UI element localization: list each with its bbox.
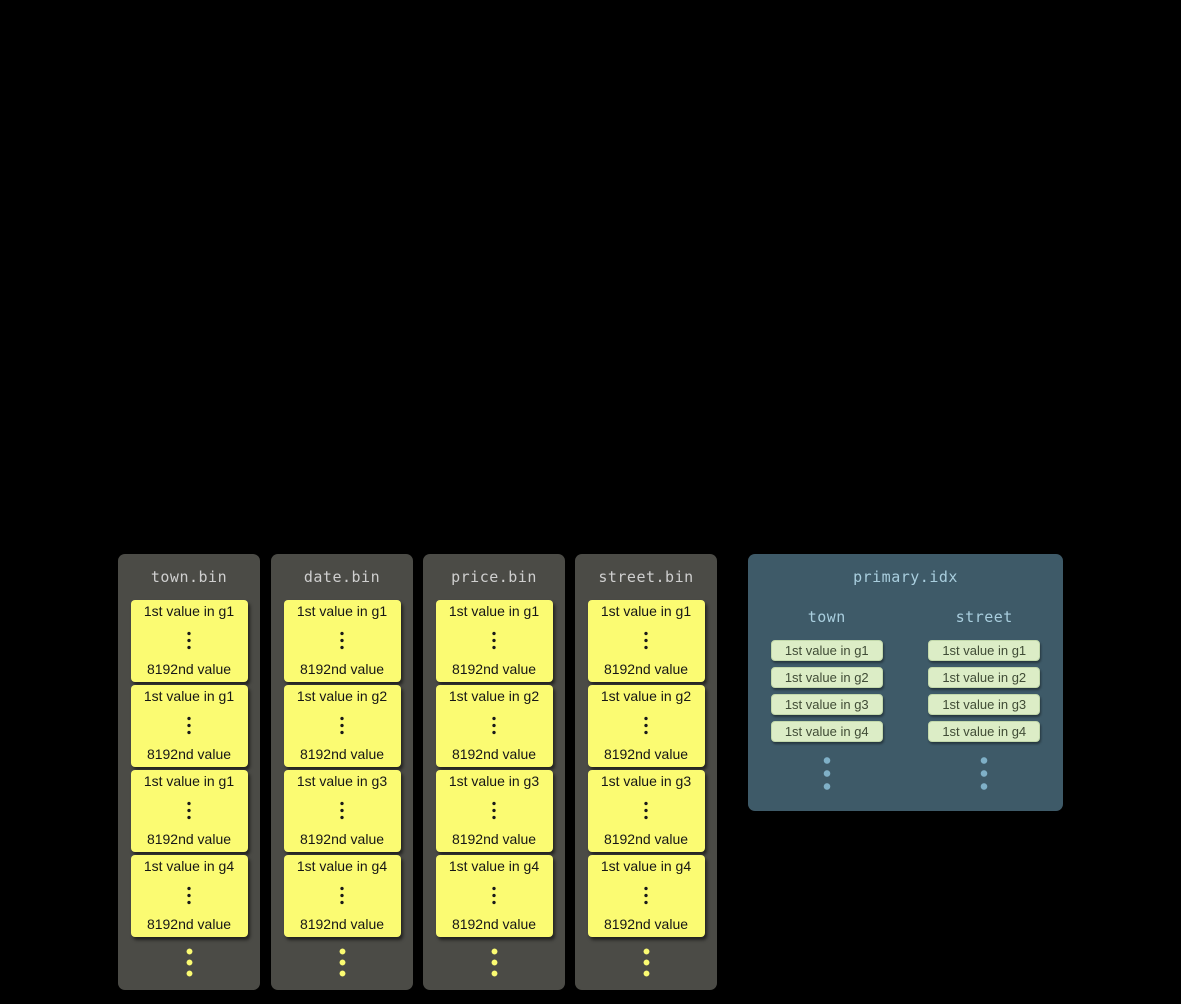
granule-first-value: 1st value in g2 (600, 688, 692, 704)
index-column-name: street (955, 608, 1013, 626)
index-entry: 1st value in g2 (770, 667, 883, 688)
granule-block: 1st value in g3 8192nd value (435, 770, 553, 852)
index-entry: 1st value in g3 (928, 694, 1041, 715)
granule-last-value: 8192nd value (146, 746, 232, 762)
granule-first-value: 1st value in g3 (296, 773, 388, 789)
granule-first-value: 1st value in g4 (296, 858, 388, 874)
more-entries-ellipsis-icon (822, 754, 831, 792)
granule-block: 1st value in g1 8192nd value (130, 685, 248, 767)
granule-first-value: 1st value in g1 (143, 773, 235, 789)
granule-block: 1st value in g1 8192nd value (435, 600, 553, 682)
vertical-ellipsis-icon (492, 885, 496, 905)
granule-block: 1st value in g4 8192nd value (587, 855, 705, 937)
granule-block: 1st value in g2 8192nd value (283, 685, 401, 767)
index-entry: 1st value in g1 (770, 640, 883, 661)
vertical-ellipsis-icon (644, 885, 648, 905)
bin-file-title: price.bin (451, 568, 537, 586)
granule-last-value: 8192nd value (299, 831, 385, 847)
granule-block-stack: 1st value in g1 8192nd value 1st value i… (130, 600, 248, 937)
granule-block-stack: 1st value in g1 8192nd value 1st value i… (283, 600, 401, 937)
granule-last-value: 8192nd value (451, 916, 537, 932)
granule-block: 1st value in g1 8192nd value (283, 600, 401, 682)
bin-file-street: street.bin 1st value in g1 8192nd value … (575, 554, 717, 990)
vertical-ellipsis-icon (187, 885, 191, 905)
index-entry: 1st value in g2 (928, 667, 1041, 688)
granule-last-value: 8192nd value (146, 831, 232, 847)
granule-block: 1st value in g4 8192nd value (130, 855, 248, 937)
vertical-ellipsis-icon (644, 715, 648, 735)
index-entry: 1st value in g1 (928, 640, 1041, 661)
vertical-ellipsis-icon (492, 800, 496, 820)
index-column-street: street 1st value in g1 1st value in g2 1… (928, 608, 1041, 792)
index-entry: 1st value in g3 (770, 694, 883, 715)
granule-first-value: 1st value in g3 (600, 773, 692, 789)
granule-first-value: 1st value in g1 (143, 603, 235, 619)
granule-first-value: 1st value in g1 (448, 603, 540, 619)
primary-index-panel: primary.idx town 1st value in g1 1st val… (748, 554, 1063, 811)
vertical-ellipsis-icon (644, 630, 648, 650)
granule-first-value: 1st value in g4 (600, 858, 692, 874)
granule-last-value: 8192nd value (451, 661, 537, 677)
granule-last-value: 8192nd value (299, 661, 385, 677)
more-entries-ellipsis-icon (980, 754, 989, 792)
granule-first-value: 1st value in g1 (296, 603, 388, 619)
granule-first-value: 1st value in g2 (296, 688, 388, 704)
vertical-ellipsis-icon (644, 800, 648, 820)
granule-block: 1st value in g1 8192nd value (130, 770, 248, 852)
granule-last-value: 8192nd value (146, 661, 232, 677)
index-entry: 1st value in g4 (928, 721, 1041, 742)
bin-file-title: date.bin (303, 568, 381, 586)
granule-block: 1st value in g3 8192nd value (283, 770, 401, 852)
more-blocks-ellipsis-icon (185, 946, 193, 979)
index-column-name: town (807, 608, 846, 626)
granule-block: 1st value in g1 8192nd value (587, 600, 705, 682)
index-column-town: town 1st value in g1 1st value in g2 1st… (770, 608, 883, 792)
granule-block: 1st value in g4 8192nd value (435, 855, 553, 937)
primary-index-columns: town 1st value in g1 1st value in g2 1st… (748, 608, 1063, 792)
primary-index-title: primary.idx (853, 568, 958, 586)
granule-first-value: 1st value in g3 (448, 773, 540, 789)
granule-block: 1st value in g2 8192nd value (587, 685, 705, 767)
vertical-ellipsis-icon (492, 630, 496, 650)
bin-file-town: town.bin 1st value in g1 8192nd value 1s… (118, 554, 260, 990)
index-entry: 1st value in g4 (770, 721, 883, 742)
granule-last-value: 8192nd value (299, 746, 385, 762)
vertical-ellipsis-icon (492, 715, 496, 735)
more-blocks-ellipsis-icon (338, 946, 346, 979)
granule-first-value: 1st value in g2 (448, 688, 540, 704)
granule-last-value: 8192nd value (603, 661, 689, 677)
granule-first-value: 1st value in g4 (143, 858, 235, 874)
vertical-ellipsis-icon (187, 800, 191, 820)
vertical-ellipsis-icon (340, 800, 344, 820)
granule-last-value: 8192nd value (146, 916, 232, 932)
granule-last-value: 8192nd value (451, 746, 537, 762)
granule-last-value: 8192nd value (603, 831, 689, 847)
more-blocks-ellipsis-icon (490, 946, 498, 979)
granule-first-value: 1st value in g1 (143, 688, 235, 704)
granule-block: 1st value in g2 8192nd value (435, 685, 553, 767)
vertical-ellipsis-icon (187, 630, 191, 650)
bin-file-date: date.bin 1st value in g1 8192nd value 1s… (271, 554, 413, 990)
granule-block-stack: 1st value in g1 8192nd value 1st value i… (587, 600, 705, 937)
bin-file-price: price.bin 1st value in g1 8192nd value 1… (423, 554, 565, 990)
vertical-ellipsis-icon (340, 885, 344, 905)
vertical-ellipsis-icon (187, 715, 191, 735)
vertical-ellipsis-icon (340, 715, 344, 735)
granule-block: 1st value in g4 8192nd value (283, 855, 401, 937)
more-blocks-ellipsis-icon (642, 946, 650, 979)
bin-file-title: town.bin (150, 568, 228, 586)
granule-first-value: 1st value in g1 (600, 603, 692, 619)
granule-last-value: 8192nd value (451, 831, 537, 847)
granule-block: 1st value in g1 8192nd value (130, 600, 248, 682)
granule-last-value: 8192nd value (603, 916, 689, 932)
granule-last-value: 8192nd value (603, 746, 689, 762)
bin-file-title: street.bin (598, 568, 694, 586)
granule-block-stack: 1st value in g1 8192nd value 1st value i… (435, 600, 553, 937)
vertical-ellipsis-icon (340, 630, 344, 650)
granule-block: 1st value in g3 8192nd value (587, 770, 705, 852)
granule-last-value: 8192nd value (299, 916, 385, 932)
granule-first-value: 1st value in g4 (448, 858, 540, 874)
